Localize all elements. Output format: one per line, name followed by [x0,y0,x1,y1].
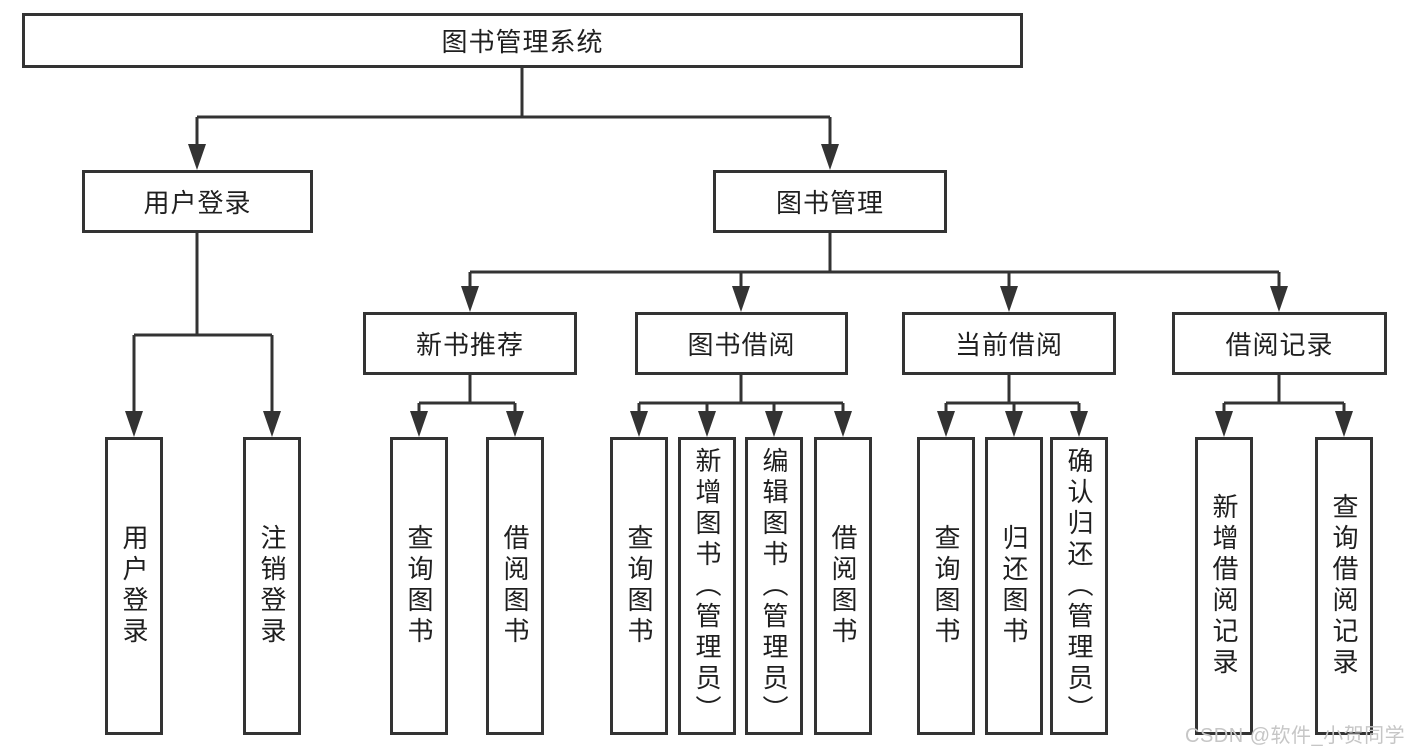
node-current-borrow: 当前借阅 [902,312,1116,375]
node-root-label: 图书管理系统 [441,27,604,57]
leaf-query-borrow-record-label: 查询借阅记录 [1329,493,1359,679]
leaf-user-login: 用户登录 [105,437,163,735]
node-new-book-recommend-label: 新书推荐 [415,330,524,360]
leaf-add-books-admin-label: 新增图书（管理员） [692,446,722,726]
node-new-book-recommend: 新书推荐 [363,312,577,375]
leaf-confirm-return-admin-label: 确认归还（管理员） [1064,446,1094,726]
leaf-borrow-books-2-label: 借阅图书 [828,524,858,648]
leaf-borrow-books-2: 借阅图书 [814,437,872,735]
node-current-borrow-label: 当前借阅 [954,330,1063,360]
leaf-confirm-return-admin: 确认归还（管理员） [1050,437,1108,735]
leaf-add-borrow-record-label: 新增借阅记录 [1209,493,1239,679]
leaf-query-books-1-label: 查询图书 [404,524,434,648]
leaf-query-borrow-record: 查询借阅记录 [1315,437,1373,735]
leaf-query-books-2-label: 查询图书 [624,524,654,648]
leaf-query-books-3: 查询图书 [917,437,975,735]
leaf-return-books-label: 归还图书 [999,524,1029,648]
leaf-query-books-3-label: 查询图书 [931,524,961,648]
arrowheads [125,144,1353,437]
leaf-borrow-books-1: 借阅图书 [486,437,544,735]
leaf-logout-label: 注销登录 [257,524,287,648]
csdn-watermark: CSDN @软件_小贺同学 [1185,725,1405,747]
node-root: 图书管理系统 [22,13,1023,68]
leaf-add-books-admin: 新增图书（管理员） [678,437,736,735]
leaf-query-books-2: 查询图书 [610,437,668,735]
node-user-login: 用户登录 [82,170,313,233]
node-borrow-records: 借阅记录 [1172,312,1387,375]
node-user-login-label: 用户登录 [143,188,252,218]
leaf-add-borrow-record: 新增借阅记录 [1195,437,1253,735]
node-book-management: 图书管理 [713,170,947,233]
node-book-management-label: 图书管理 [775,188,884,218]
leaf-edit-books-admin: 编辑图书（管理员） [745,437,803,735]
leaf-logout: 注销登录 [243,437,301,735]
leaf-query-books-1: 查询图书 [390,437,448,735]
leaf-edit-books-admin-label: 编辑图书（管理员） [759,446,789,726]
node-book-borrow-label: 图书借阅 [687,330,796,360]
node-book-borrow: 图书借阅 [635,312,848,375]
leaf-return-books: 归还图书 [985,437,1043,735]
leaf-user-login-label: 用户登录 [119,524,149,648]
node-borrow-records-label: 借阅记录 [1225,330,1334,360]
leaf-borrow-books-1-label: 借阅图书 [500,524,530,648]
